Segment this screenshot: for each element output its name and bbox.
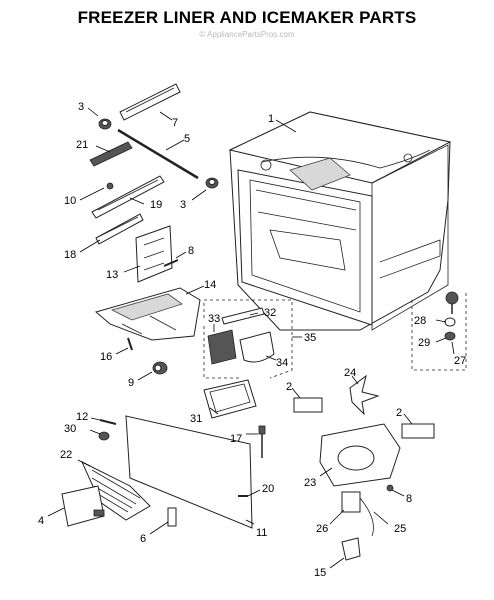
part-24-fan-blade — [349, 374, 380, 416]
part-5-rod — [117, 128, 199, 180]
callout-13: 13 — [106, 269, 118, 281]
part-3b-cap — [205, 177, 219, 189]
callout-27: 27 — [454, 355, 466, 367]
callout-7: 7 — [172, 117, 178, 129]
part-12-screw — [99, 419, 117, 425]
part-27-valve — [445, 291, 459, 314]
callout-33: 33 — [208, 313, 220, 325]
part-32-harness — [221, 307, 265, 325]
part-2a-pad — [293, 397, 323, 413]
part-14-ice-bin-support — [94, 287, 201, 341]
part-30-clip — [98, 431, 110, 441]
part-2b-pad — [401, 423, 435, 439]
part-28-seal — [444, 317, 456, 327]
part-13-cover — [135, 225, 173, 283]
callout-17: 17 — [230, 433, 242, 445]
part-19-rail — [91, 175, 165, 219]
part-18-rail — [95, 213, 144, 245]
part-4-bracket — [61, 485, 105, 527]
watermark: © AppliancePartsPros.com — [199, 30, 295, 39]
part-15-bracket — [341, 537, 361, 561]
part-8a-screw — [163, 259, 179, 267]
part-7-rail — [119, 83, 181, 121]
part-3a-cap — [98, 118, 112, 130]
callout-25: 25 — [394, 523, 406, 535]
part-11-cover — [125, 415, 253, 529]
callout-19: 19 — [150, 199, 162, 211]
part-10-clip — [106, 182, 114, 190]
part-27-valve-kit-outline — [411, 290, 467, 371]
callout-1: 1 — [268, 113, 274, 125]
part-31-ice-bin — [203, 379, 257, 419]
callout-2: 2 — [396, 407, 402, 419]
callout-26: 26 — [316, 523, 328, 535]
leader-lines — [47, 107, 455, 569]
part-16-screw — [127, 337, 133, 351]
part-33-icemaker — [207, 329, 237, 365]
callout-16: 16 — [100, 351, 112, 363]
callout-6: 6 — [140, 533, 146, 545]
callout-34: 34 — [276, 357, 288, 369]
part-34-mold — [239, 331, 275, 363]
callout-8: 8 — [406, 493, 412, 505]
callout-22: 22 — [60, 449, 72, 461]
callout-14: 14 — [204, 279, 216, 291]
callout-9: 9 — [128, 377, 134, 389]
callout-21: 21 — [76, 139, 88, 151]
callout-32: 32 — [264, 307, 276, 319]
callout-3: 3 — [180, 199, 186, 211]
callout-29: 29 — [418, 337, 430, 349]
part-26-motor — [341, 491, 361, 513]
callout-11: 11 — [256, 527, 267, 539]
callout-12: 12 — [76, 411, 88, 423]
icemaker-kit-outline — [203, 299, 293, 379]
callout-labels: 1 3 7 5 21 3 10 19 18 13 8 14 16 9 33 32… — [38, 101, 466, 579]
part-17-sensor — [258, 425, 266, 458]
part-25-harness — [359, 497, 374, 537]
callout-8: 8 — [188, 245, 194, 257]
callout-4: 4 — [38, 515, 44, 527]
callout-20: 20 — [262, 483, 274, 495]
part-29-nut — [444, 331, 456, 341]
part-23-fan-housing — [319, 423, 401, 487]
callout-10: 10 — [64, 195, 76, 207]
callout-15: 15 — [314, 567, 326, 579]
part-9-knob — [152, 361, 168, 375]
part-22-grille — [80, 460, 151, 521]
callout-24: 24 — [344, 367, 356, 379]
part-6-fastener — [167, 507, 177, 527]
callout-18: 18 — [64, 249, 76, 261]
callout-2: 2 — [286, 381, 292, 393]
callout-3: 3 — [78, 101, 84, 113]
part-8b-screw — [386, 484, 394, 492]
freezer-liner-part — [228, 111, 452, 331]
callout-31: 31 — [190, 413, 202, 425]
part-21-bracket — [89, 141, 133, 167]
diagram-title: FREEZER LINER AND ICEMAKER PARTS — [77, 8, 417, 27]
callout-5: 5 — [184, 133, 190, 145]
callout-35: 35 — [304, 332, 316, 344]
callout-23: 23 — [304, 477, 316, 489]
callout-30: 30 — [64, 423, 76, 435]
callout-28: 28 — [414, 315, 426, 327]
